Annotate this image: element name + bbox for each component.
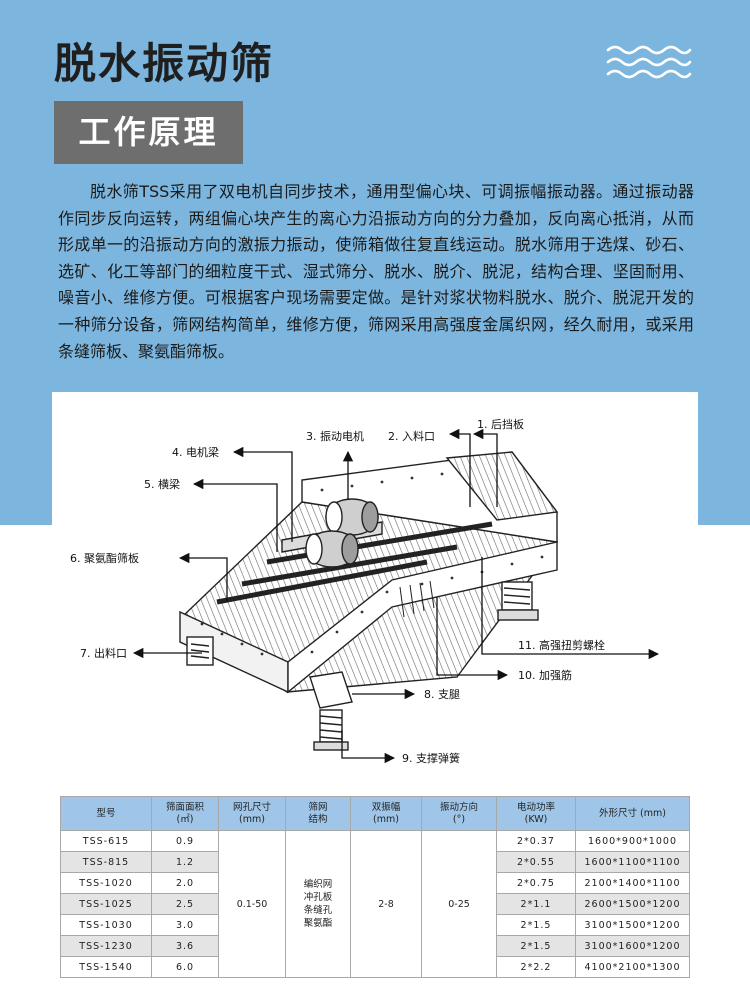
cell-power: 2*0.75 [496,872,576,894]
cell-model: TSS-1030 [60,914,152,936]
label-inlet: 2. 入料口 [388,429,435,443]
product-panel: 1. 后挡板 2. 入料口 3. 振动电机 4. 电机梁 5. 横梁 6. 聚氨… [52,392,698,997]
header-mesh-structure: 筛网结构 [285,796,351,831]
support-spring-right [497,581,539,621]
cell-model: TSS-615 [60,830,152,852]
cell-dimensions: 2600*1500*1200 [575,893,690,915]
cell-area: 2.0 [151,872,219,894]
header-amplitude: 双振幅(mm) [350,796,422,831]
label-support-leg: 8. 支腿 [424,688,460,701]
cell-amplitude: 2-8 [350,830,422,978]
table-row: TSS-615 0.9 0.1-50 编织网冲孔板条缝孔聚氨酯 2-8 0-25… [60,830,690,978]
support-leg-left [186,636,214,666]
cell-power: 2*0.55 [496,851,576,873]
table-row: TSS-1030 3.0 2*1.5 3100*1500*1200 [60,914,690,936]
label-reinforcing-rib: 10. 加强筋 [518,668,572,682]
cell-power: 2*1.1 [496,893,576,915]
label-torsion-shear-bolt: 11. 高强扭剪螺栓 [518,638,605,652]
label-pu-screen-plate: 6. 聚氨酯筛板 [70,551,139,565]
label-cross-beam: 5. 横梁 [144,477,180,491]
label-support-spring: 9. 支撑弹簧 [402,751,460,765]
header-dimensions: 外形尺寸 (mm) [575,796,690,831]
header-area: 筛面面积(㎡) [151,796,219,831]
cell-area: 2.5 [151,893,219,915]
header-mesh-size: 网孔尺寸(mm) [218,796,286,831]
header-model: 型号 [60,796,152,831]
cell-dimensions: 3100*1500*1200 [575,914,690,936]
cell-area: 3.0 [151,914,219,936]
table-row: TSS-1230 3.6 2*1.5 3100*1600*1200 [60,935,690,957]
screen-machine-illustration [179,451,559,751]
screen-structure-diagram: 1. 后挡板 2. 入料口 3. 振动电机 4. 电机梁 5. 横梁 6. 聚氨… [70,417,660,765]
spec-table: 型号 筛面面积(㎡) 网孔尺寸(mm) 筛网结构 双振幅(mm) 振动方向(°)… [60,796,690,978]
header-direction: 振动方向(°) [421,796,497,831]
cell-area: 3.6 [151,935,219,957]
vibration-motor-icon [305,498,379,568]
cell-dimensions: 2100*1400*1100 [575,872,690,894]
cell-power: 2*2.2 [496,956,576,978]
cell-dimensions: 4100*2100*1300 [575,956,690,978]
label-motor-beam: 4. 电机梁 [172,445,219,459]
cell-power: 2*1.5 [496,914,576,936]
cell-dimensions: 3100*1600*1200 [575,935,690,957]
cell-direction: 0-25 [421,830,497,978]
cell-model: TSS-1025 [60,893,152,915]
cell-mesh-size: 0.1-50 [218,830,286,978]
section-heading: 工作原理 [54,101,243,164]
table-row: TSS-1020 2.0 2*0.75 2100*1400*1100 [60,872,690,894]
cell-model: TSS-1540 [60,956,152,978]
intro-paragraph: 脱水筛TSS采用了双电机自同步技术，通用型偏心块、可调振幅振动器。通过振动器作同… [58,182,694,361]
cell-model: TSS-815 [60,851,152,873]
page-title: 脱水振动筛 [54,39,275,88]
label-vibration-motor: 3. 振动电机 [306,429,364,443]
cell-area: 6.0 [151,956,219,978]
label-rear-baffle: 1. 后挡板 [477,417,524,431]
wave-lines-icon [606,45,692,79]
cell-mesh-structure: 编织网冲孔板条缝孔聚氨酯 [285,830,351,978]
cell-model: TSS-1020 [60,872,152,894]
header-power: 电动功率(KW) [496,796,576,831]
label-outlet: 7. 出料口 [80,646,127,660]
spec-table-header: 型号 筛面面积(㎡) 网孔尺寸(mm) 筛网结构 双振幅(mm) 振动方向(°)… [60,796,690,831]
cell-model: TSS-1230 [60,935,152,957]
cell-area: 1.2 [151,851,219,873]
support-leg-front [309,671,353,751]
cell-power: 2*1.5 [496,935,576,957]
cell-dimensions: 1600*1100*1100 [575,851,690,873]
cell-area: 0.9 [151,830,219,852]
cell-power: 2*0.37 [496,830,576,852]
cell-dimensions: 1600*900*1000 [575,830,690,852]
table-row: TSS-1025 2.5 2*1.1 2600*1500*1200 [60,893,690,915]
table-row: TSS-1540 6.0 2*2.2 4100*2100*1300 [60,956,690,978]
